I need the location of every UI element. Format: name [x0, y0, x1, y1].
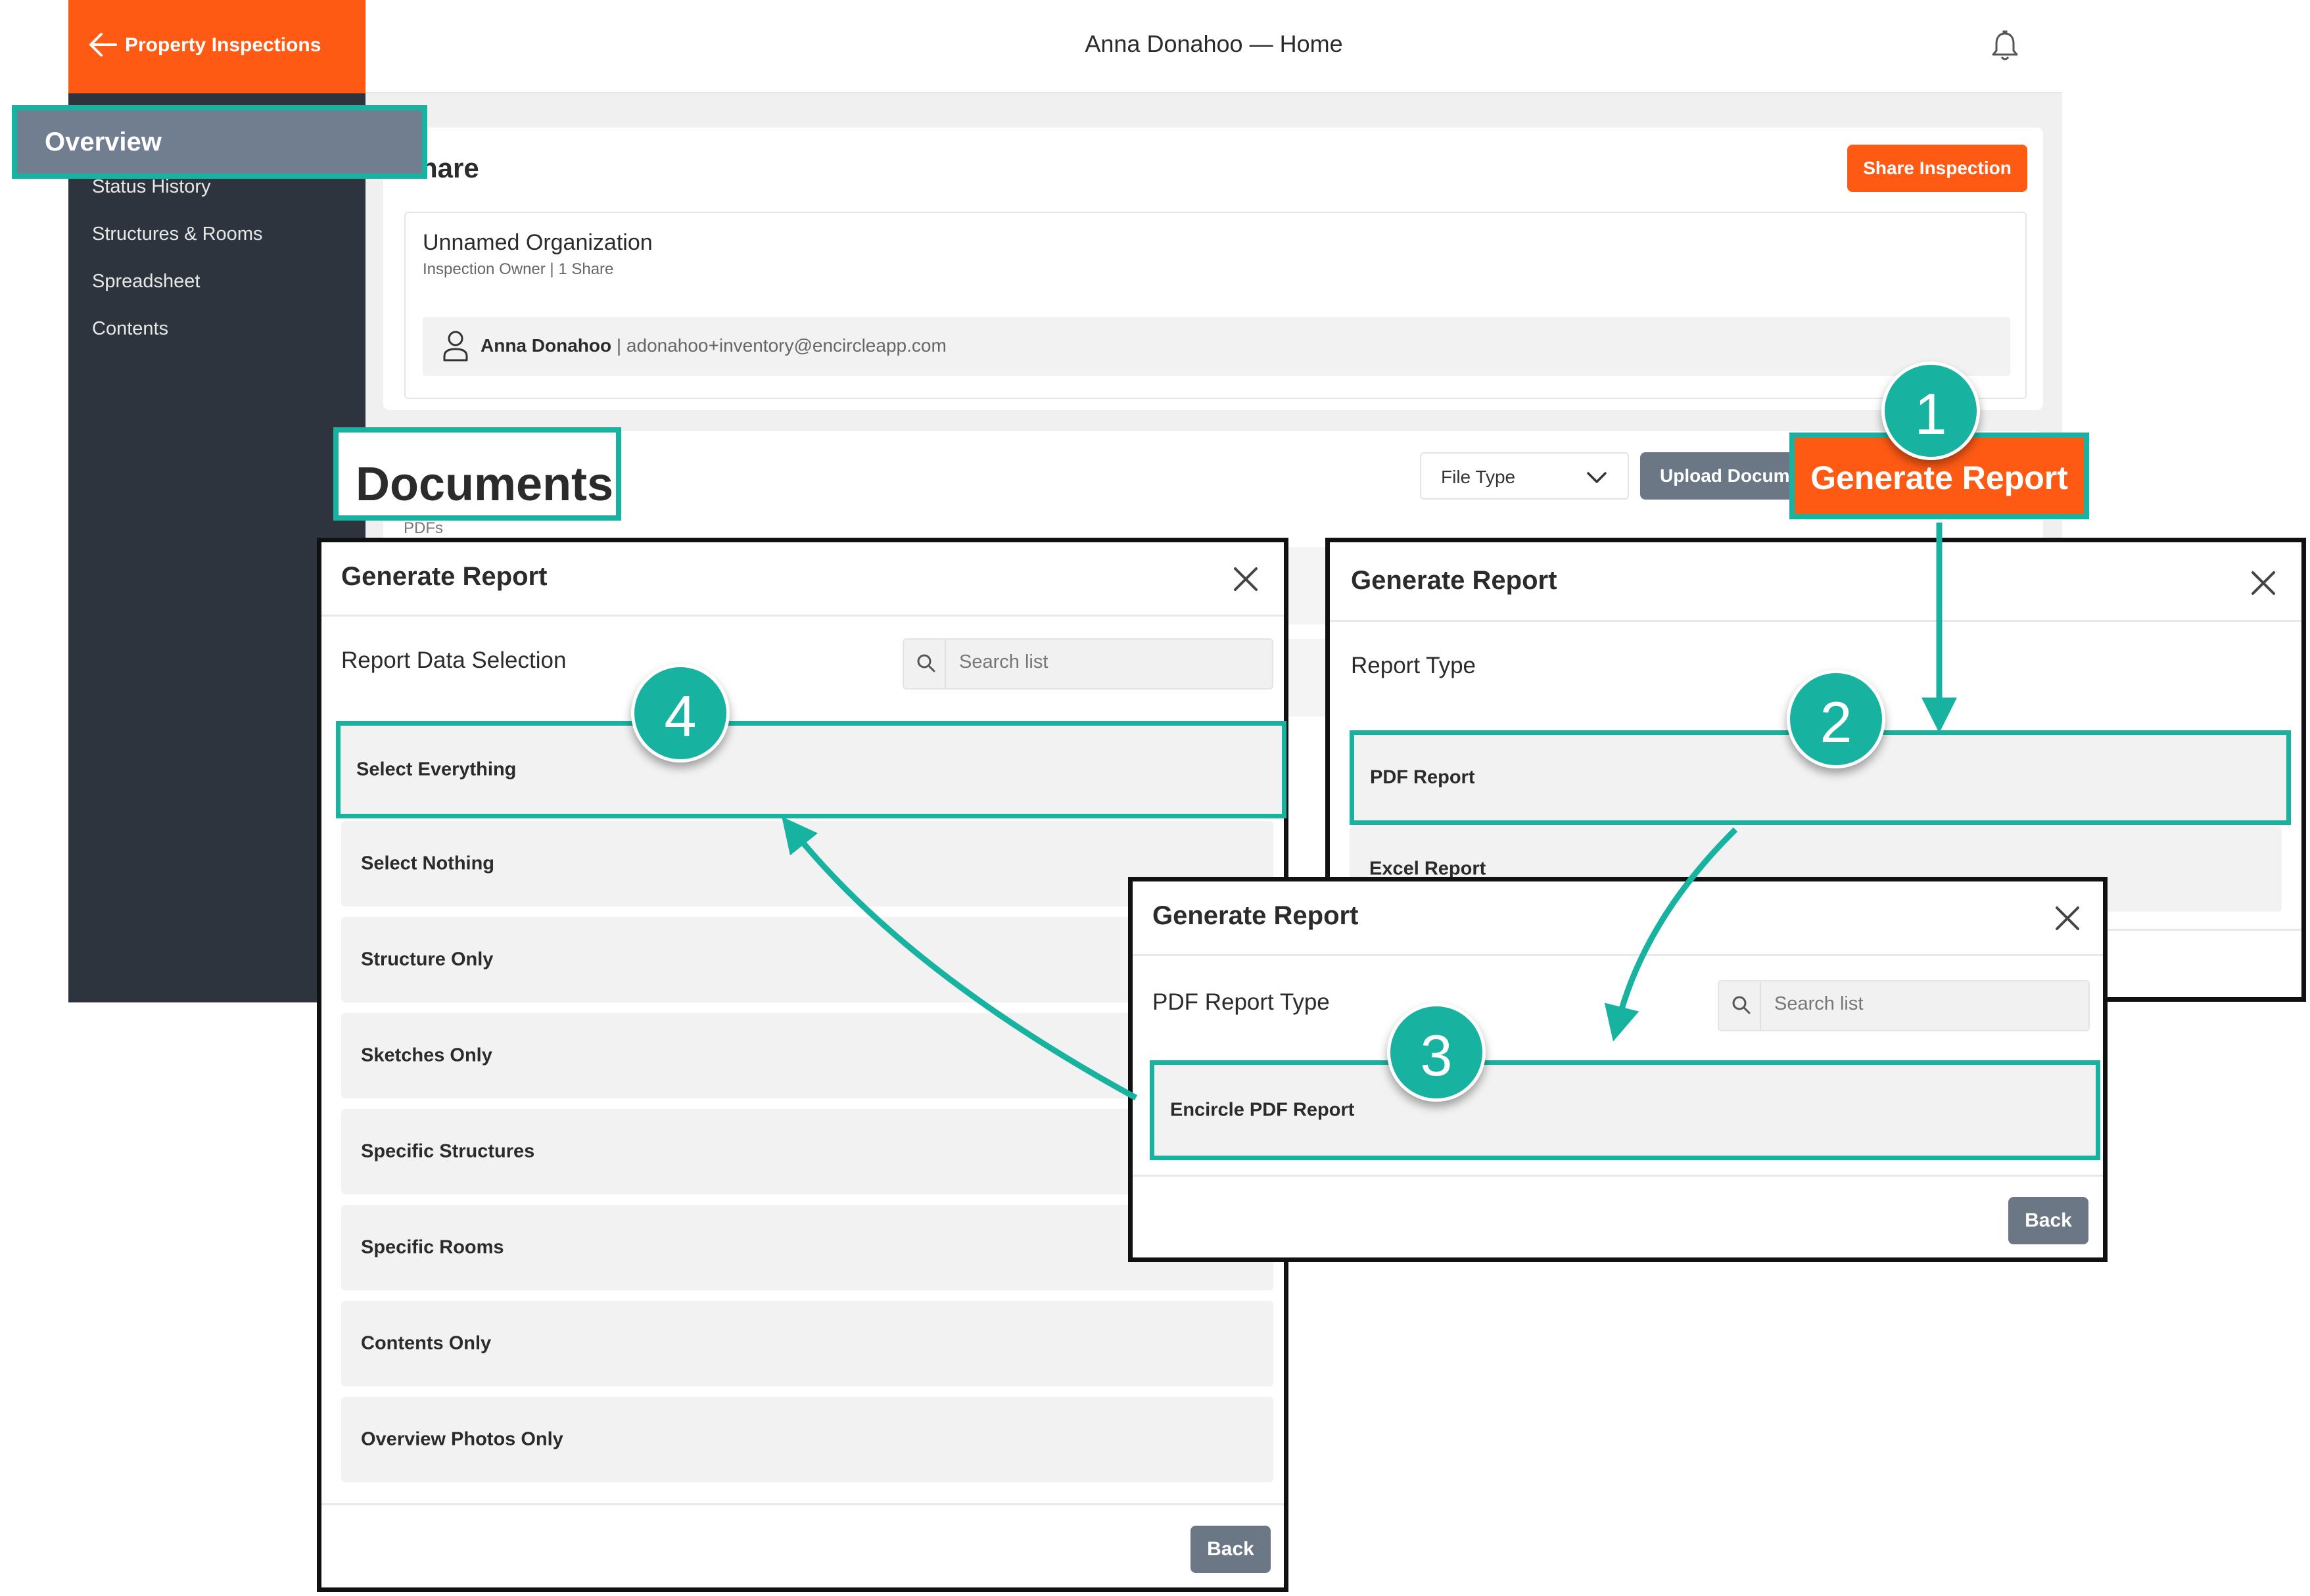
search-icon [916, 653, 937, 674]
owner-name: Anna Donahoo [481, 335, 612, 356]
search-separator [1760, 981, 1761, 1030]
top-bar: Anna Donahoo — Home [365, 0, 2062, 93]
divider [1133, 954, 2103, 956]
specific-structures-option[interactable]: Specific Structures [341, 1109, 1273, 1194]
divider [321, 1503, 1284, 1505]
report-type-label: Report Type [1351, 653, 1476, 678]
user-icon [441, 329, 470, 363]
pdfs-label: PDFs [404, 519, 443, 537]
option-label: Overview Photos Only [361, 1428, 563, 1450]
overview-photos-only-option[interactable]: Overview Photos Only [341, 1397, 1273, 1482]
dialog-title: Generate Report [341, 562, 548, 591]
back-label: Property Inspections [125, 34, 321, 56]
option-label: Select Everything [356, 759, 517, 780]
option-label: Structure Only [361, 949, 494, 970]
select-everything-option[interactable]: Select Everything [336, 721, 1286, 818]
generate-report-label: Generate Report [1810, 459, 2068, 496]
report-data-dialog: Generate Report Report Data Selection Se… [317, 538, 1288, 1592]
option-label: PDF Report [1370, 766, 1475, 788]
search-input[interactable]: Search list [1718, 980, 2090, 1031]
option-label: Specific Rooms [361, 1236, 504, 1258]
search-placeholder: Search list [959, 651, 1049, 672]
close-icon[interactable] [1231, 565, 1260, 594]
report-data-selection-label: Report Data Selection [341, 647, 567, 673]
close-icon[interactable] [2053, 904, 2082, 933]
divider [321, 615, 1284, 617]
sketches-only-option[interactable]: Sketches Only [341, 1013, 1273, 1098]
specific-rooms-option[interactable]: Specific Rooms [341, 1205, 1273, 1290]
structure-only-option[interactable]: Structure Only [341, 917, 1273, 1002]
bell-icon[interactable] [1991, 30, 2019, 62]
option-label: Contents Only [361, 1332, 492, 1354]
divider [1133, 1175, 2103, 1177]
file-type-select[interactable]: File Type [1420, 452, 1629, 500]
window-title: Anna Donahoo — Home [1085, 30, 1343, 57]
sidebar-item-contents[interactable]: Contents [92, 318, 169, 339]
upload-documents-button[interactable]: Upload Docume [1640, 452, 1801, 500]
option-label: Encircle PDF Report [1170, 1099, 1355, 1121]
step-badge-2: 2 [1787, 670, 1885, 768]
divider [1330, 620, 2301, 622]
sidebar-item-structures-rooms[interactable]: Structures & Rooms [92, 223, 263, 245]
back-button[interactable]: Back [1190, 1526, 1271, 1573]
arrow-step-3-to-4 [782, 816, 1138, 1100]
sidebar-item-status-history[interactable]: Status History [92, 176, 211, 197]
file-type-label: File Type [1441, 467, 1516, 487]
search-placeholder: Search list [1774, 993, 1864, 1014]
owner-row: Anna Donahoo | adonahoo+inventory@encirc… [423, 317, 2010, 376]
dialog-title: Generate Report [1152, 901, 1359, 930]
share-inspection-button[interactable]: Share Inspection [1847, 145, 2027, 192]
option-label: Select Nothing [361, 853, 495, 874]
step-badge-3: 3 [1387, 1003, 1486, 1102]
owner-email: | adonahoo+inventory@encircleapp.com [616, 335, 947, 356]
contents-only-option[interactable]: Contents Only [341, 1301, 1273, 1386]
search-separator [945, 640, 946, 688]
documents-title: Documents [356, 458, 614, 511]
sidebar-item-spreadsheet[interactable]: Spreadsheet [92, 271, 200, 292]
share-section-title: hare [421, 153, 479, 183]
pdf-report-type-dialog: Generate Report PDF Report Type Search l… [1128, 877, 2108, 1262]
encircle-pdf-report-option[interactable]: Encircle PDF Report [1150, 1060, 2100, 1160]
organization-name: Unnamed Organization [423, 230, 653, 255]
close-icon[interactable] [2249, 569, 2278, 598]
search-input[interactable]: Search list [903, 638, 1273, 690]
chevron-down-icon [1586, 468, 1608, 486]
option-label: Specific Structures [361, 1140, 535, 1162]
search-icon [1731, 995, 1752, 1016]
step-badge-1: 1 [1881, 362, 1980, 460]
documents-title-callout: Documents [333, 427, 621, 521]
arrow-left-icon [87, 32, 118, 58]
organization-subtitle: Inspection Owner | 1 Share [423, 260, 614, 278]
arrow-step-2-to-3 [1604, 827, 1738, 1042]
back-button[interactable]: Back [2008, 1197, 2088, 1244]
overview-label: Overview [45, 128, 162, 156]
option-label: Excel Report [1369, 858, 1486, 880]
step-badge-4: 4 [631, 664, 730, 763]
sidebar-item-overview[interactable]: Overview [12, 105, 427, 179]
back-to-property-inspections[interactable]: Property Inspections [68, 0, 365, 93]
dialog-title: Generate Report [1351, 566, 1557, 595]
pdf-report-type-label: PDF Report Type [1152, 989, 1330, 1015]
option-label: Sketches Only [361, 1044, 492, 1066]
